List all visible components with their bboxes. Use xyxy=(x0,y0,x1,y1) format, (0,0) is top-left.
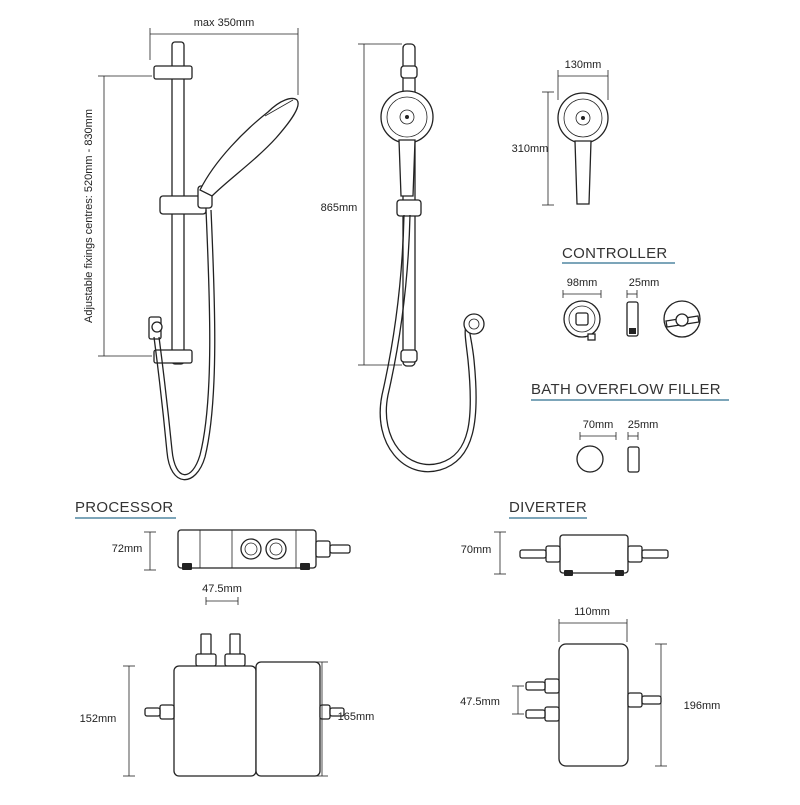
controller-section: CONTROLLER 98mm 25mm xyxy=(562,245,701,341)
processor-inlet-spacing-label: 47.5mm xyxy=(202,583,242,595)
processor-heading: PROCESSOR xyxy=(75,499,174,516)
processor-section: PROCESSOR 72mm 47.5mm xyxy=(75,499,375,777)
head-height-label: 310mm xyxy=(512,143,549,155)
shower-kit-side-view: max 350mm Adjustable fixings centres: 52… xyxy=(83,17,299,481)
filler-diameter-label: 70mm xyxy=(583,419,614,431)
controller-diameter-label: 98mm xyxy=(567,277,598,289)
head-width-label: 130mm xyxy=(565,59,602,71)
processor-height-label: 72mm xyxy=(112,543,143,555)
controller-depth-label: 25mm xyxy=(629,277,660,289)
diverter-width-label: 110mm xyxy=(574,606,610,618)
diverter-heading: DIVERTER xyxy=(509,499,587,516)
bath-filler-section: BATH OVERFLOW FILLER 70mm 25mm xyxy=(531,381,729,473)
filler-depth-label: 25mm xyxy=(628,419,659,431)
diverter-section: DIVERTER 70mm 110mm 47.5mm xyxy=(460,499,721,767)
controller-heading: CONTROLLER xyxy=(562,245,668,262)
processor-front-right-height-label: 165mm xyxy=(338,711,375,723)
handset-front-view: 130mm 310mm xyxy=(512,59,609,206)
diverter-length-label: 196mm xyxy=(684,700,721,712)
max-width-label: max 350mm xyxy=(194,17,255,29)
rail-height-label: 865mm xyxy=(321,202,358,214)
diverter-height-label: 70mm xyxy=(461,544,492,556)
processor-front-left-height-label: 152mm xyxy=(80,713,117,725)
bath-filler-heading: BATH OVERFLOW FILLER xyxy=(531,381,721,398)
fixing-centres-label: Adjustable fixings centres: 520mm - 830m… xyxy=(83,109,95,323)
diverter-outlet-spacing-label: 47.5mm xyxy=(460,696,500,708)
shower-kit-front-view: 865mm xyxy=(321,43,485,473)
